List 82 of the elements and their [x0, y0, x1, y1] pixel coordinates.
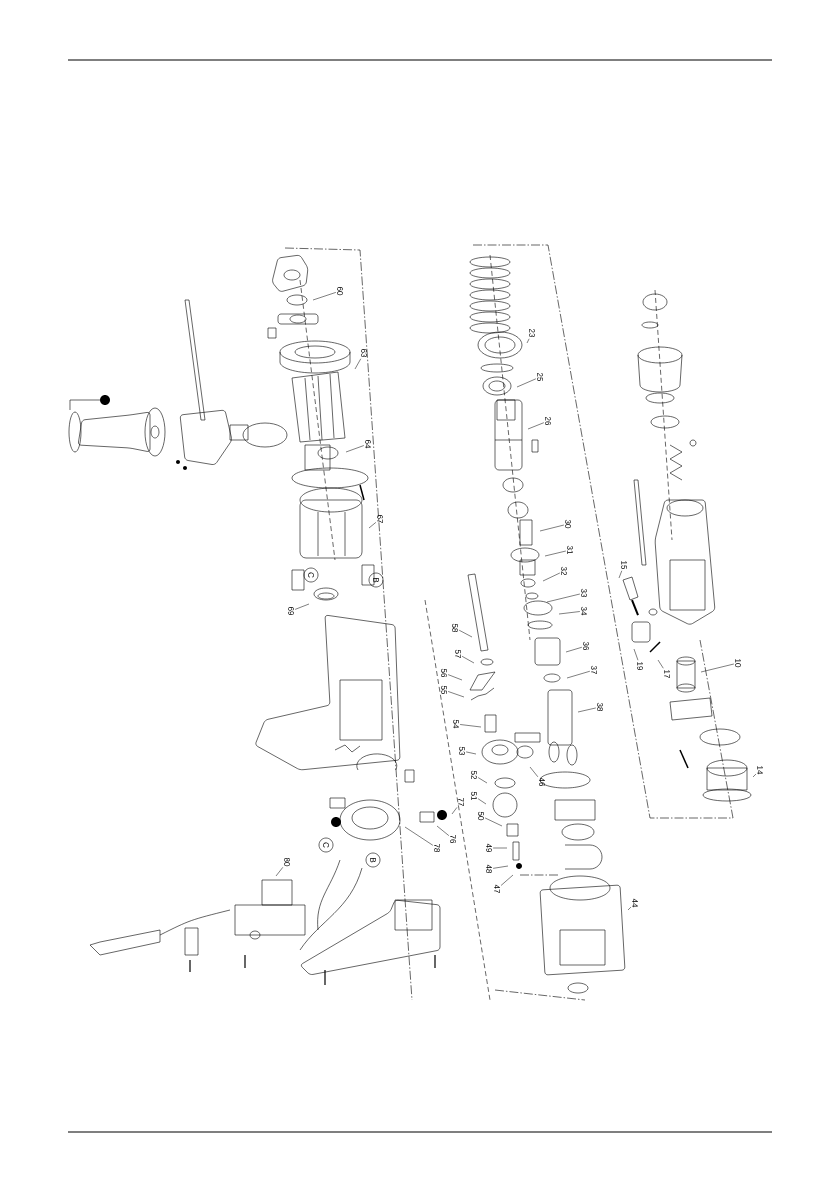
callout-number: 37 [591, 665, 597, 675]
leader-line [700, 663, 735, 673]
callout-number: 19 [637, 662, 643, 671]
callout-number: 46 [539, 777, 545, 787]
leader-line [436, 825, 450, 836]
leader-line [577, 707, 597, 713]
callout-number: 38 [597, 702, 603, 712]
leader-line [526, 338, 530, 344]
leader-line [542, 572, 561, 582]
callout-number: 58 [452, 623, 458, 633]
callout-number: 52 [471, 770, 477, 780]
callout-number: 69 [288, 606, 294, 616]
callout-number: 10 [735, 659, 741, 668]
leader-line [492, 847, 508, 849]
leader-line [529, 766, 539, 778]
leader-line [404, 826, 434, 846]
leader-line [516, 378, 537, 388]
callout-number: 15 [621, 561, 627, 570]
callout-number: 32 [561, 566, 567, 576]
callout-number: 63 [361, 348, 367, 358]
leader-line [275, 867, 284, 877]
callout-number: 47 [494, 884, 500, 894]
leader-line [558, 611, 581, 615]
callout-number: 26 [545, 416, 551, 426]
callout-number: 31 [567, 545, 573, 555]
leader-line [477, 798, 487, 805]
leader-line [618, 570, 623, 579]
leader-line [458, 629, 473, 638]
leader-line [657, 659, 664, 669]
callout-number: 77 [458, 797, 464, 807]
leader-line [544, 550, 567, 557]
callout-number: 55 [441, 685, 447, 695]
callout-number: 80 [284, 857, 290, 867]
leader-line [459, 724, 482, 728]
callout-number: 64 [365, 439, 371, 449]
circled-letter: B [368, 572, 384, 588]
callout-number: 56 [441, 668, 447, 678]
leader-line [752, 773, 757, 778]
leader-line [294, 603, 310, 610]
leader-line [447, 691, 465, 698]
leader-line [484, 817, 503, 827]
leader-line [312, 292, 337, 301]
callout-number: 76 [450, 834, 456, 844]
callout-number: 78 [434, 843, 440, 853]
callout-number: 14 [757, 766, 763, 775]
callout-number: 48 [486, 864, 492, 874]
leader-line [527, 422, 545, 430]
circled-letter: B [365, 852, 381, 868]
leader-line [354, 358, 361, 370]
leader-line [500, 874, 514, 886]
leader-line [492, 865, 509, 869]
callout-number: 54 [453, 719, 459, 729]
leader-line [368, 522, 377, 529]
leader-line [546, 593, 581, 603]
callout-number: 30 [565, 519, 571, 529]
leader-line [465, 751, 477, 755]
callout-number: 36 [583, 641, 589, 651]
callout-number: 33 [581, 588, 587, 598]
leader-line [477, 777, 488, 784]
leader-line [627, 906, 632, 911]
leader-line [633, 648, 639, 661]
circled-letter: C [303, 567, 319, 583]
leader-line [566, 671, 591, 679]
callout-number: 23 [529, 328, 535, 338]
callout-number: 49 [486, 843, 492, 853]
callout-number: 50 [478, 811, 484, 821]
callout-number: 67 [377, 514, 383, 524]
callout-number: 57 [455, 649, 461, 659]
leader-line [447, 674, 463, 681]
leader-line [565, 647, 583, 653]
callout-number: 17 [664, 670, 670, 679]
leader-line [345, 445, 365, 453]
callout-number: 34 [581, 606, 587, 616]
callout-number: 60 [337, 286, 343, 296]
leader-line [539, 524, 565, 532]
leader-line [461, 656, 475, 664]
leader-line [451, 807, 458, 815]
callout-number: 51 [471, 791, 477, 801]
callout-number: 53 [459, 746, 465, 756]
callout-number: 44 [632, 898, 638, 908]
callout-number: 25 [537, 372, 543, 382]
circled-letter: C [318, 837, 334, 853]
